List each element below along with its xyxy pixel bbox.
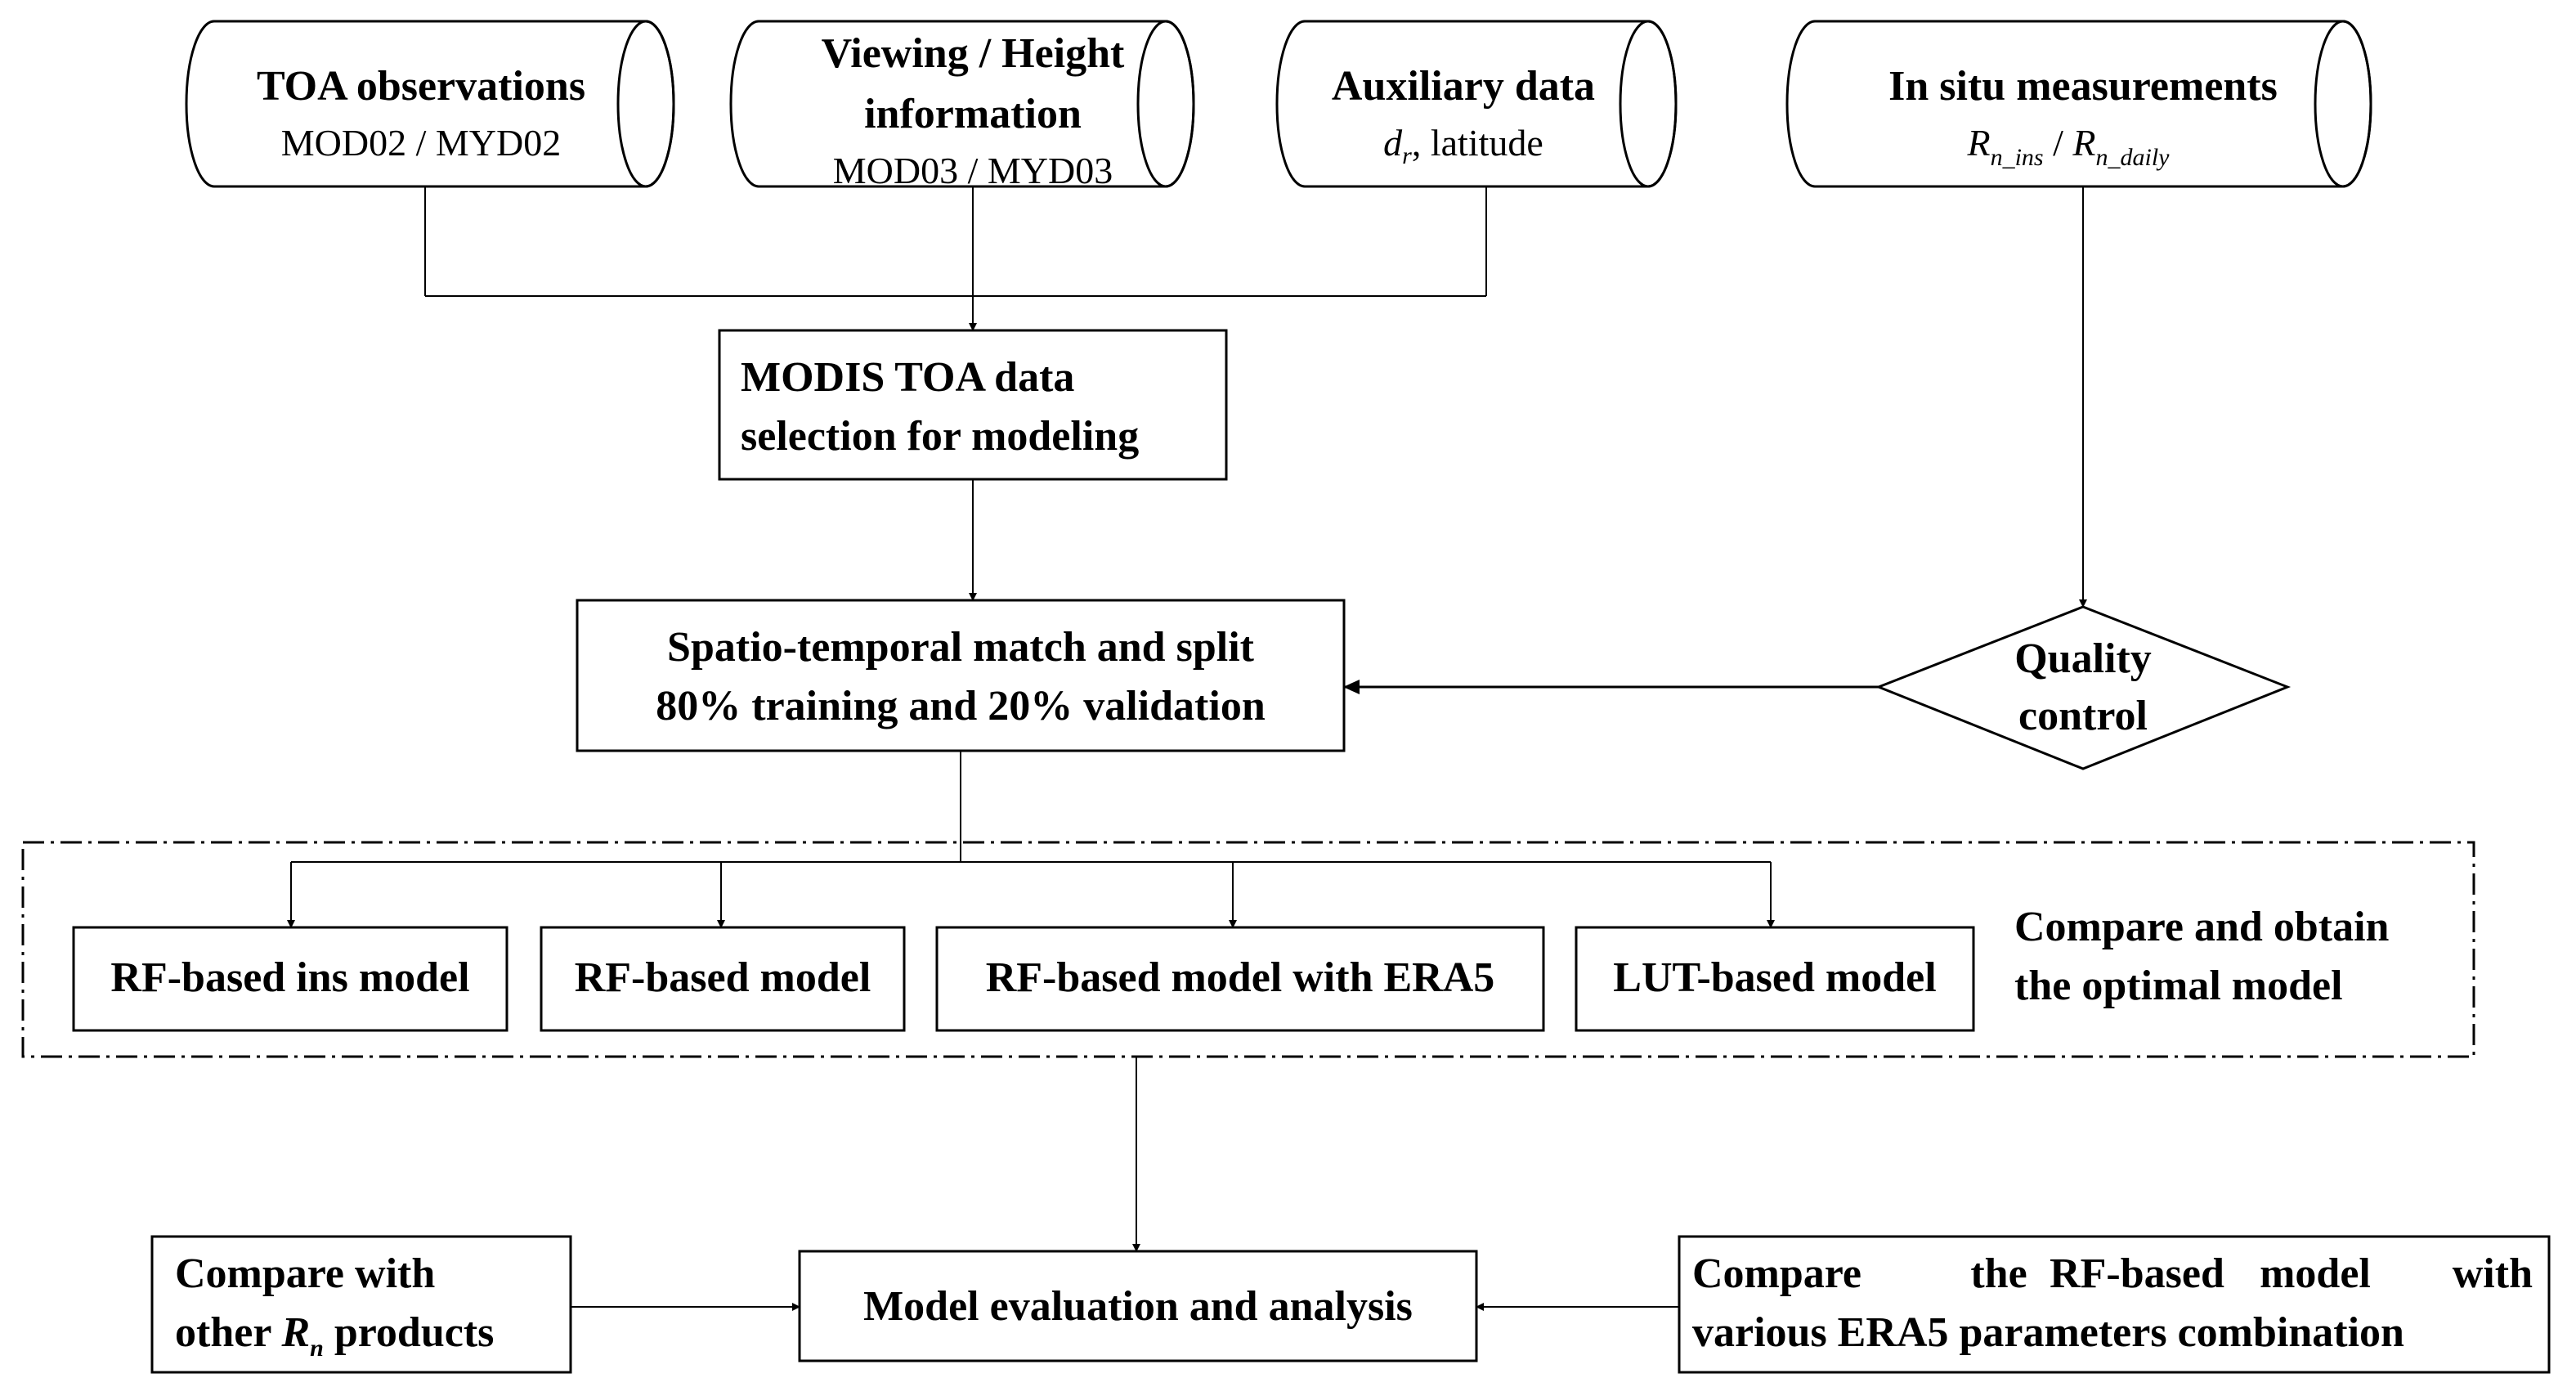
rf-era5-model-label: RF-based model with ERA5 <box>986 954 1495 1001</box>
auxiliary-data-source <box>1275 20 1678 188</box>
rf-model-box <box>540 926 906 1032</box>
source-connectors <box>424 186 1487 331</box>
compare-era5-word: the <box>1970 1250 2027 1297</box>
compare-era5-word: model <box>2260 1250 2371 1297</box>
auxiliary-subtitle: dr, latitude <box>1383 122 1543 169</box>
viewing-subtitle: MOD03 / MYD03 <box>833 150 1113 191</box>
lut-model-box <box>1575 926 1975 1032</box>
quality-control-diamond <box>1875 605 2292 770</box>
auxiliary-title: Auxiliary data <box>1332 63 1595 110</box>
viewing-title-line1: Viewing / Height <box>822 30 1125 77</box>
toa-title: TOA observations <box>257 63 585 110</box>
match-line1: Spatio-temporal match and split <box>667 624 1255 671</box>
quality-line1: Quality <box>2014 635 2152 682</box>
selection-line1: MODIS TOA data <box>741 354 1074 401</box>
compare-era5-word: RF-based <box>2050 1250 2224 1297</box>
rf-ins-model-box <box>72 926 508 1032</box>
insitu-subtitle: Rn_ins / Rn_daily <box>1966 122 2170 171</box>
lut-model-label: LUT-based model <box>1613 954 1936 1001</box>
selection-line2: selection for modeling <box>741 413 1139 460</box>
compare-era5-word: Compare <box>1692 1250 1861 1297</box>
compare-optimal-line1: Compare and obtain <box>2014 904 2390 950</box>
rf-era5-model-box <box>935 926 1545 1032</box>
quality-line2: control <box>2018 693 2148 739</box>
compare-era5-combination-box <box>1678 1235 2551 1374</box>
toa-observations-source <box>185 20 675 188</box>
toa-subtitle: MOD02 / MYD02 <box>281 122 561 164</box>
model-comparison-group <box>21 841 2475 1058</box>
match-line2: 80% training and 20% validation <box>656 683 1266 729</box>
compare-era5-word: with <box>2453 1250 2533 1297</box>
rf-model-label: RF-based model <box>575 954 871 1001</box>
compare-optimal-line2: the optimal model <box>2014 963 2343 1009</box>
viewing-title-line2: information <box>864 91 1082 137</box>
compare-other-line1: Compare with <box>175 1250 435 1297</box>
compare-era5-line2: various ERA5 parameters combination <box>1692 1309 2404 1356</box>
viewing-height-source <box>729 20 1195 188</box>
evaluation-label: Model evaluation and analysis <box>863 1283 1413 1330</box>
compare-other-line2: other Rn products <box>175 1309 494 1362</box>
compare-other-products-box <box>150 1235 572 1374</box>
in-situ-measurements-source <box>1785 20 2372 188</box>
rf-ins-model-label: RF-based ins model <box>110 954 469 1001</box>
compare-era5-line1: Compare the RF-based model with <box>1692 1250 2533 1297</box>
insitu-title: In situ measurements <box>1888 63 2278 110</box>
model-branch-arrows <box>287 862 1775 928</box>
